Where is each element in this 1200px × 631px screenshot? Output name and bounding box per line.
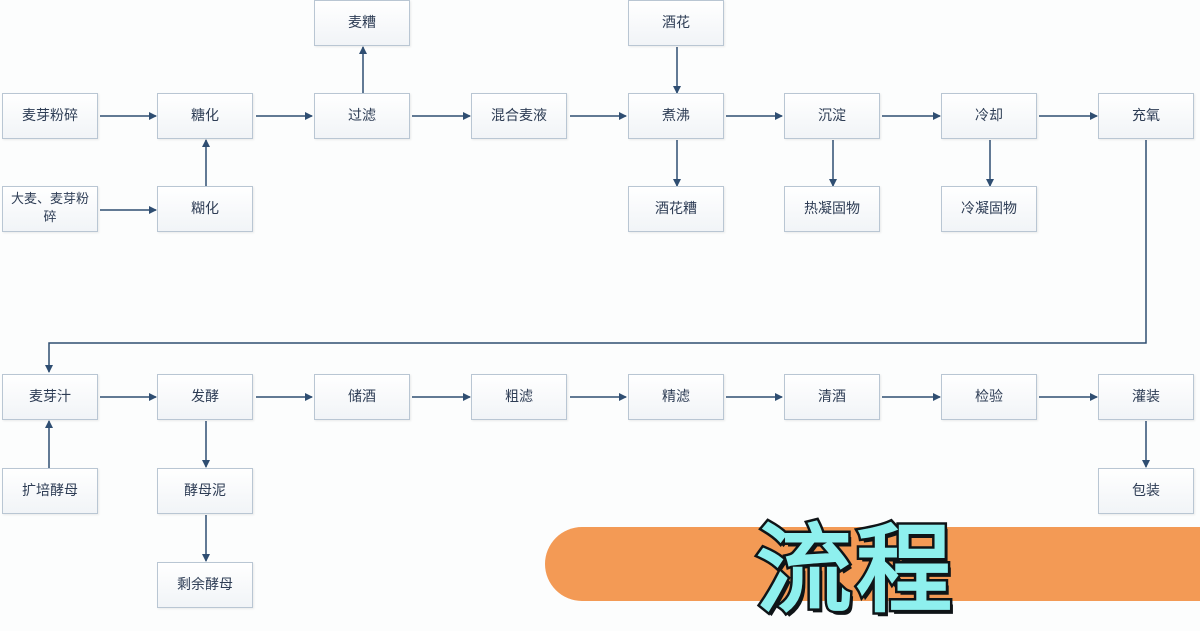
node-mashing: 糖化 — [157, 93, 253, 139]
node-malt-crushing: 麦芽粉碎 — [2, 93, 98, 139]
node-inspection: 检验 — [941, 374, 1037, 420]
node-hop-residue: 酒花糟 — [628, 186, 724, 232]
node-spent-grain: 麦糟 — [314, 0, 410, 46]
node-filtration: 过滤 — [314, 93, 410, 139]
banner-background — [545, 527, 1200, 601]
node-fermentation: 发酵 — [157, 374, 253, 420]
node-yeast-sludge: 酵母泥 — [157, 468, 253, 514]
node-hot-trub: 热凝固物 — [784, 186, 880, 232]
node-boiling: 煮沸 — [628, 93, 724, 139]
node-wort: 麦芽汁 — [2, 374, 98, 420]
banner-title: 流程 — [754, 512, 956, 629]
node-yeast-propagation: 扩培酵母 — [2, 468, 98, 514]
node-cooling: 冷却 — [941, 93, 1037, 139]
flow-connectors — [45, 46, 1150, 562]
arrow-aeration-to-wort — [45, 140, 1147, 373]
node-mixed-wort: 混合麦液 — [471, 93, 567, 139]
node-cold-trub: 冷凝固物 — [941, 186, 1037, 232]
node-coarse-filtration: 粗滤 — [471, 374, 567, 420]
node-barley-malt-crushing: 大麦、麦芽粉碎 — [2, 186, 98, 232]
node-packaging: 包装 — [1098, 468, 1194, 514]
node-hops: 酒花 — [628, 0, 724, 46]
node-clear-beer: 清酒 — [784, 374, 880, 420]
node-settling: 沉淀 — [784, 93, 880, 139]
node-surplus-yeast: 剩余酵母 — [157, 562, 253, 608]
node-storage: 储酒 — [314, 374, 410, 420]
node-cereal-cooking: 糊化 — [157, 186, 253, 232]
node-aeration: 充氧 — [1098, 93, 1194, 139]
node-fine-filtration: 精滤 — [628, 374, 724, 420]
node-filling: 灌装 — [1098, 374, 1194, 420]
